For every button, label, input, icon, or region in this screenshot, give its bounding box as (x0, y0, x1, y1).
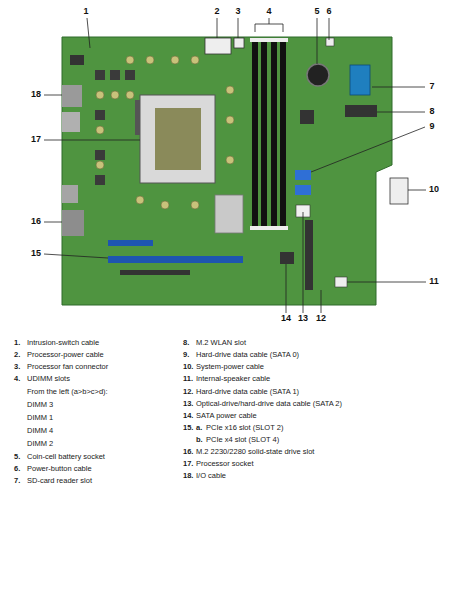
list-number: a. (196, 424, 202, 432)
callout-number: 18 (31, 90, 41, 100)
header (326, 38, 334, 46)
callout-number: 7 (429, 82, 434, 92)
rear-io (62, 55, 84, 236)
speaker-header (335, 277, 347, 287)
pcie-slots (108, 240, 243, 275)
dimm-slots (250, 38, 288, 230)
board (62, 37, 392, 305)
list-text: Hard-drive data cable (SATA 1) (196, 388, 299, 396)
list-text: Coin-cell battery socket (27, 453, 105, 461)
list-number: 18. (183, 472, 193, 480)
callout-number: 11 (429, 277, 439, 287)
list-text: Processor fan connector (27, 363, 108, 371)
capacitors (96, 56, 234, 209)
list-text: System-power cable (196, 363, 264, 371)
list-text: Processor-power cable (27, 351, 104, 359)
list-number: 13. (183, 400, 193, 408)
list-number: b. (196, 436, 203, 444)
list-number: 3. (14, 363, 20, 371)
list-text: UDIMM slots (27, 375, 70, 383)
callout-number: 17 (31, 135, 41, 145)
list-number: 10. (183, 363, 193, 371)
callout-number: 13 (298, 314, 308, 324)
list-number: 2. (14, 351, 20, 359)
chipset-heatsink (215, 195, 243, 233)
list-number: 4. (14, 375, 20, 383)
list-text: SD-card reader slot (27, 477, 92, 485)
sata-ports (295, 170, 311, 217)
vrm (95, 70, 135, 185)
callout-number: 14 (281, 314, 291, 324)
callout-number: 3 (235, 7, 240, 17)
list-text: DIMM 4 (27, 427, 53, 435)
chip (300, 110, 314, 124)
leader-lines (44, 18, 426, 313)
cpu-socket (135, 95, 215, 183)
list-number: 5. (14, 453, 20, 461)
m2-wlan (345, 105, 377, 117)
callout-number: 16 (31, 217, 41, 227)
m2-ssd (305, 220, 313, 290)
list-number: 8. (183, 339, 189, 347)
list-number: 17. (183, 460, 193, 468)
list-number: 6. (14, 465, 20, 473)
sata-power (280, 252, 294, 264)
callout-number: 8 (429, 107, 434, 117)
callout-number: 12 (316, 314, 326, 324)
list-text: Internal-speaker cable (196, 375, 270, 383)
list-text: Hard-drive data cable (SATA 0) (196, 351, 299, 359)
list-text: DIMM 1 (27, 414, 53, 422)
list-number: 12. (183, 388, 193, 396)
sd-slot (350, 65, 370, 95)
callout-number: 4 (266, 7, 271, 17)
list-text: DIMM 2 (27, 440, 53, 448)
list-text: Intrusion-switch cable (27, 339, 99, 347)
callout-number: 10 (429, 185, 439, 195)
list-text: From the left (a>b>c>d): (27, 388, 108, 396)
list-number: 15. (183, 424, 193, 432)
list-number: 1. (14, 339, 20, 347)
list-number: 16. (183, 448, 193, 456)
list-text: Optical-drive/hard-drive data cable (SAT… (196, 400, 342, 408)
list-text: Processor socket (196, 460, 254, 468)
list-text: M.2 WLAN slot (196, 339, 246, 347)
list-number: 14. (183, 412, 193, 420)
callout-number: 1 (83, 7, 88, 17)
callout-number: 5 (314, 7, 319, 17)
list-text: DIMM 3 (27, 401, 53, 409)
list-number: 7. (14, 477, 20, 485)
list-text: Power-button cable (27, 465, 92, 473)
list-text: PCIe x16 slot (SLOT 2) (206, 424, 283, 432)
callout-number: 2 (214, 7, 219, 17)
list-text: SATA power cable (196, 412, 257, 420)
list-number: 9. (183, 351, 189, 359)
list-text: I/O cable (196, 472, 226, 480)
callout-number: 9 (429, 122, 434, 132)
list-text: PCIe x4 slot (SLOT 4) (206, 436, 279, 444)
callout-number: 6 (326, 7, 331, 17)
callout-number: 15 (31, 249, 41, 259)
list-number: 11. (183, 375, 193, 383)
list-text: M.2 2230/2280 solid-state drive slot (196, 448, 314, 456)
power-connectors (205, 38, 408, 204)
coin-cell (307, 64, 329, 86)
